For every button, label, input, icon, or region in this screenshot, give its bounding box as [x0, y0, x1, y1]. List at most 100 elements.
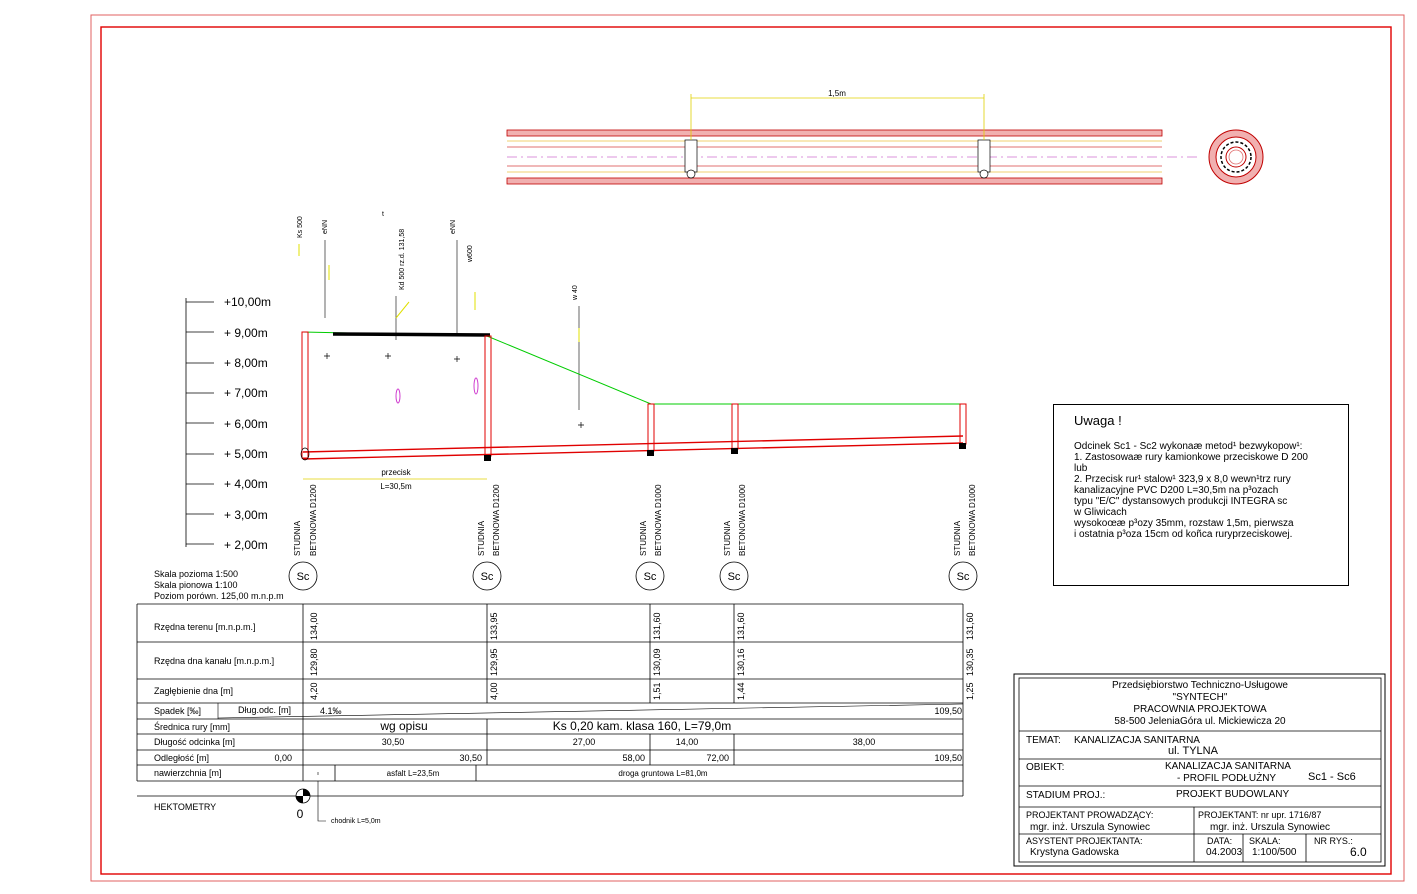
level-label: + 6,00m	[224, 417, 268, 431]
well-type: STUDNIA	[723, 520, 732, 556]
depth-value: 1,44	[736, 682, 746, 700]
row-label-length: Długość odcinka [m]	[154, 737, 235, 747]
note-line: 1. Zastosowaæ rury kamionkowe przeciskow…	[1074, 452, 1308, 463]
distance-value: 58,00	[622, 753, 645, 763]
note-line: 2. Przecisk rur¹ stalow¹ 323,9 x 8,0 wew…	[1074, 474, 1291, 485]
well-symbol-label: Sc	[481, 571, 494, 583]
length-value: 38,00	[853, 737, 876, 747]
terrain-value: 131,60	[965, 612, 975, 640]
distance-value: 0,00	[274, 753, 292, 763]
date-label: DATA:	[1207, 836, 1233, 846]
depth-value: 1,25	[965, 682, 975, 700]
row-label-invert: Rzędna dna kanału [m.n.p.m.]	[154, 656, 274, 666]
distance-value: 30,50	[459, 753, 482, 763]
utility-label: Kd 500 rz.d. 131,58	[399, 229, 406, 290]
company-name: "SYNTECH"	[1172, 692, 1228, 703]
depth-value: 4,00	[489, 682, 499, 700]
row-label-diameter: Średnica rury [mm]	[154, 721, 230, 732]
topic-value: KANALIZACJA SANITARNA	[1074, 735, 1200, 746]
well-type: STUDNIA	[293, 520, 302, 556]
well-labels: STUDNIA BETONOWA D1200 STUDNIA BETONOWA …	[288, 484, 978, 591]
profile: przecisk L=30,5m	[300, 331, 967, 491]
top-pipe-view: 1,5m	[506, 89, 1264, 185]
well-shaft	[959, 403, 967, 445]
hektometry-label: HEKTOMETRY	[154, 802, 216, 812]
hektometry: HEKTOMETRY 0 chodnik L=5,0m	[154, 781, 381, 825]
note-line: lub	[1074, 463, 1088, 474]
road-surface	[332, 332, 491, 337]
utility-label: Ks 500	[297, 216, 304, 238]
well-symbol-label: Sc	[297, 571, 310, 583]
well-symbol-label: Sc	[728, 571, 741, 583]
utility-label: w 40	[572, 285, 579, 301]
length-value: 27,00	[573, 737, 596, 747]
well-symbol	[635, 561, 665, 591]
invert-value: 129,95	[489, 648, 499, 676]
date-value: 04.2003	[1206, 847, 1243, 858]
company-line: Przedsiębiorstwo Techniczno-Usługowe	[1111, 680, 1288, 691]
slope-value: 4.1‰	[320, 706, 342, 716]
sewer-pipe-bottom	[302, 442, 964, 460]
well-desc: BETONOWA D1000	[968, 484, 977, 556]
depth-value: 1,51	[652, 682, 662, 700]
note-line: wysokoœæ p³ozy 35mm, rozstaw 1,5m, pierw…	[1074, 518, 1294, 529]
utility-labels: Ks 500 eNN t Kd 500 rz.d. 131,58 eNN w60…	[297, 211, 584, 428]
level-scale: +10,00m + 9,00m + 8,00m + 7,00m + 6,00m …	[185, 295, 271, 552]
object-value: KANALIZACJA SANITARNA	[1165, 761, 1291, 772]
scale-value: 1:100/500	[1252, 847, 1297, 858]
terrain-value: 134,00	[309, 612, 319, 640]
note-line: i ostatnia p³oza 15cm od koñca ruryprzec…	[1074, 529, 1293, 540]
length-value: 14,00	[676, 737, 699, 747]
terrain-value: 133,95	[489, 612, 499, 640]
well-symbol	[472, 561, 502, 591]
topic-label: TEMAT:	[1026, 735, 1061, 746]
note-line: typu "E/C" dystansowych produkcji INTEGR…	[1074, 496, 1288, 507]
crossing-length: L=30,5m	[380, 482, 412, 491]
level-label: + 9,00m	[224, 326, 268, 340]
topic-street: ul. TYLNA	[1168, 745, 1218, 757]
well-symbol	[719, 561, 749, 591]
sheet-number: 6.0	[1350, 845, 1367, 859]
horizontal-scale: Skala pozioma 1:500	[154, 569, 238, 579]
designer-label: PROJEKTANT: nr upr. 1716/87	[1198, 810, 1322, 820]
invert-value: 130,09	[652, 648, 662, 676]
level-label: + 4,00m	[224, 477, 268, 491]
scale-label: SKALA:	[1249, 836, 1281, 846]
well-symbol-label: Sc	[644, 571, 657, 583]
diameter-a: wg opisu	[379, 719, 427, 733]
sidewalk-label: chodnik L=5,0m	[331, 818, 381, 825]
object-value: - PROFIL PODŁUŻNY	[1177, 773, 1277, 784]
diameter-b: Ks 0,20 kam. klasa 160, L=79,0m	[553, 719, 731, 733]
sheet-label: NR RYS.:	[1314, 836, 1353, 846]
hektometry-value: 0	[297, 807, 304, 821]
well-symbol	[948, 561, 978, 591]
row-label-distance: Odległość [m]	[154, 753, 209, 763]
stage-label: STADIUM PROJ.:	[1026, 790, 1106, 801]
note-line: w Gliwicach	[1074, 507, 1127, 518]
level-label: + 7,00m	[224, 386, 268, 400]
level-label: +10,00m	[224, 295, 271, 309]
inner-frame	[100, 26, 1392, 875]
terrain-line	[302, 331, 963, 405]
terrain-value: 131,60	[736, 612, 746, 640]
note-line: Odcinek Sc1 - Sc2 wykonaæ metod¹ bezwyko…	[1074, 441, 1303, 452]
row-label-terrain: Rzędna terenu [m.n.p.m.]	[154, 622, 256, 632]
office-address: 58-500 JeleniaGóra ul. Mickiewicza 20	[1114, 716, 1286, 727]
level-label: + 2,00m	[224, 538, 268, 552]
distance-value: 109,50	[934, 753, 962, 763]
profile-table: Rzędna terenu [m.n.p.m.] Rzędna dna kana…	[136, 603, 975, 797]
slope-length: 109,50	[934, 706, 962, 716]
cross-section	[1208, 129, 1264, 185]
row-label-surface: nawierzchnia [m]	[154, 768, 222, 778]
well-shaft	[484, 335, 492, 457]
invert-value: 130,35	[965, 648, 975, 676]
well-symbol-label: Sc	[957, 571, 970, 583]
note-line: kanalizacyjne PVC D200 L=30,5m na p³ozac…	[1074, 485, 1279, 496]
invert-value: 130,16	[736, 648, 746, 676]
outer-frame	[90, 14, 1405, 882]
object-code: Sc1 - Sc6	[1308, 771, 1356, 783]
utility-label: w600	[467, 245, 474, 263]
sewer-pipe-top	[302, 435, 964, 453]
row-label-seg-length: Dług.odc. [m]	[238, 705, 291, 715]
